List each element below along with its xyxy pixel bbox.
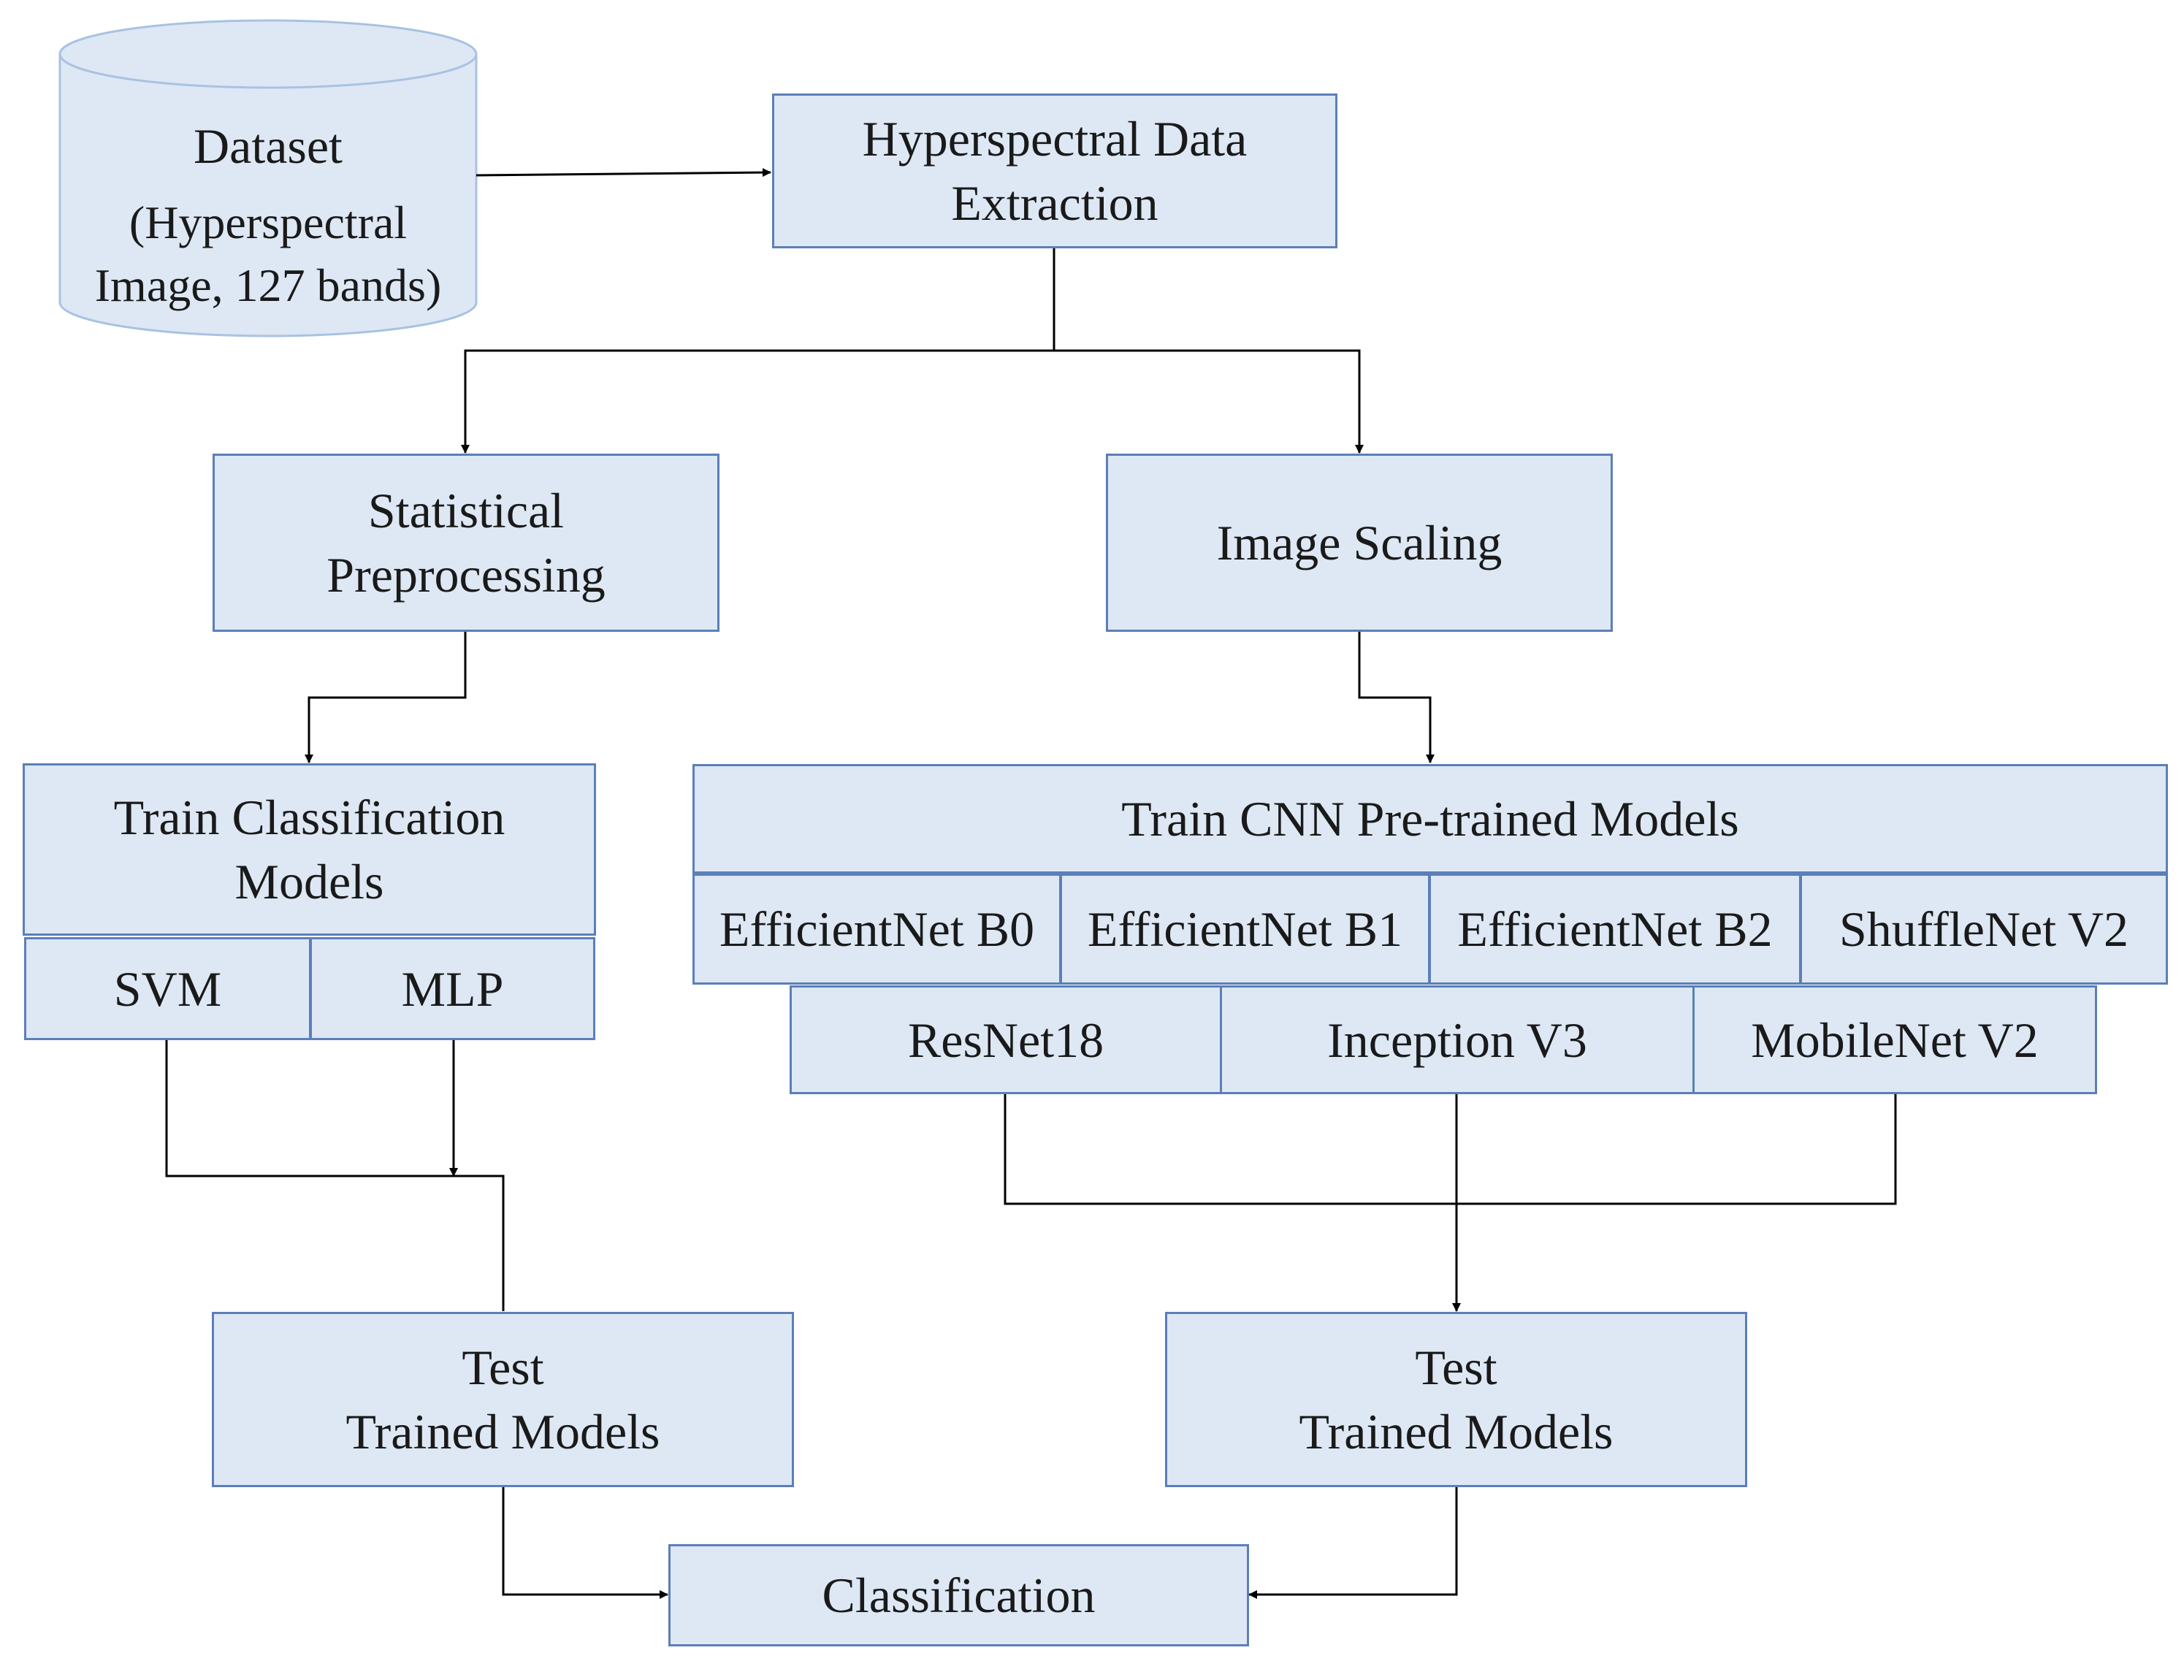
edge-svm-mlp-to-test-left [165,1040,505,1311]
edge-extraction-to-statistical [461,248,1055,454]
edge-scaling-to-train-cnn [1358,632,1435,763]
resnet18-box: ResNet18 [790,985,1222,1094]
shufflenet-v2-box: ShuffleNet V2 [1800,874,2168,985]
statistical-preprocessing-label: Statistical Preprocessing [327,483,606,603]
classification-box: Classification [668,1544,1249,1646]
efficientnet-b2-label: EfficientNet B2 [1457,901,1773,957]
mobilenet-v2-box: MobileNet V2 [1692,985,2097,1094]
dataset-cylinder [58,19,478,337]
test-trained-models-left-label: Test Trained Models [345,1340,660,1459]
mlp-box: MLP [310,937,595,1040]
efficientnet-b2-box: EfficientNet B2 [1429,874,1801,985]
edge-cnn-models-to-test-right [1004,1094,1897,1311]
dataset-title: Dataset [194,118,343,174]
edge-extraction-to-scaling [1054,349,1364,454]
image-scaling-box: Image Scaling [1106,454,1613,632]
test-trained-models-left-box: Test Trained Models [212,1312,794,1487]
efficientnet-b1-box: EfficientNet B1 [1060,874,1430,985]
classification-label: Classification [822,1568,1096,1623]
dataset-label: Dataset (Hyperspectral Image, 127 bands) [60,101,476,330]
dataset-subtitle: (Hyperspectral Image, 127 bands) [94,196,442,311]
efficientnet-b0-box: EfficientNet B0 [692,874,1061,985]
edge-test-right-to-classification [1248,1487,1458,1599]
svm-label: SVM [113,961,222,1017]
mobilenet-v2-label: MobileNet V2 [1751,1012,2039,1068]
hyperspectral-extraction-box: Hyperspectral Data Extraction [772,93,1337,248]
edge-statistical-to-train-classification [305,632,467,763]
test-trained-models-right-label: Test Trained Models [1299,1340,1614,1459]
efficientnet-b1-label: EfficientNet B1 [1087,901,1403,957]
train-cnn-label: Train CNN Pre-trained Models [1121,791,1739,847]
edge-dataset-to-extraction [476,168,771,177]
shufflenet-v2-label: ShuffleNet V2 [1839,901,2128,957]
inception-v3-box: Inception V3 [1220,985,1695,1094]
efficientnet-b0-label: EfficientNet B0 [719,901,1035,957]
mlp-label: MLP [401,961,504,1017]
statistical-preprocessing-box: Statistical Preprocessing [213,454,719,632]
resnet18-label: ResNet18 [907,1012,1104,1068]
test-trained-models-right-box: Test Trained Models [1165,1312,1747,1487]
image-scaling-label: Image Scaling [1216,515,1503,570]
inception-v3-label: Inception V3 [1327,1012,1587,1068]
hyperspectral-extraction-label: Hyperspectral Data Extraction [862,111,1248,231]
svm-box: SVM [24,937,311,1040]
train-classification-box: Train Classification Models [23,763,596,936]
train-classification-label: Train Classification Models [113,790,505,909]
train-cnn-box: Train CNN Pre-trained Models [692,764,2168,874]
edge-test-left-to-classification [502,1487,668,1599]
